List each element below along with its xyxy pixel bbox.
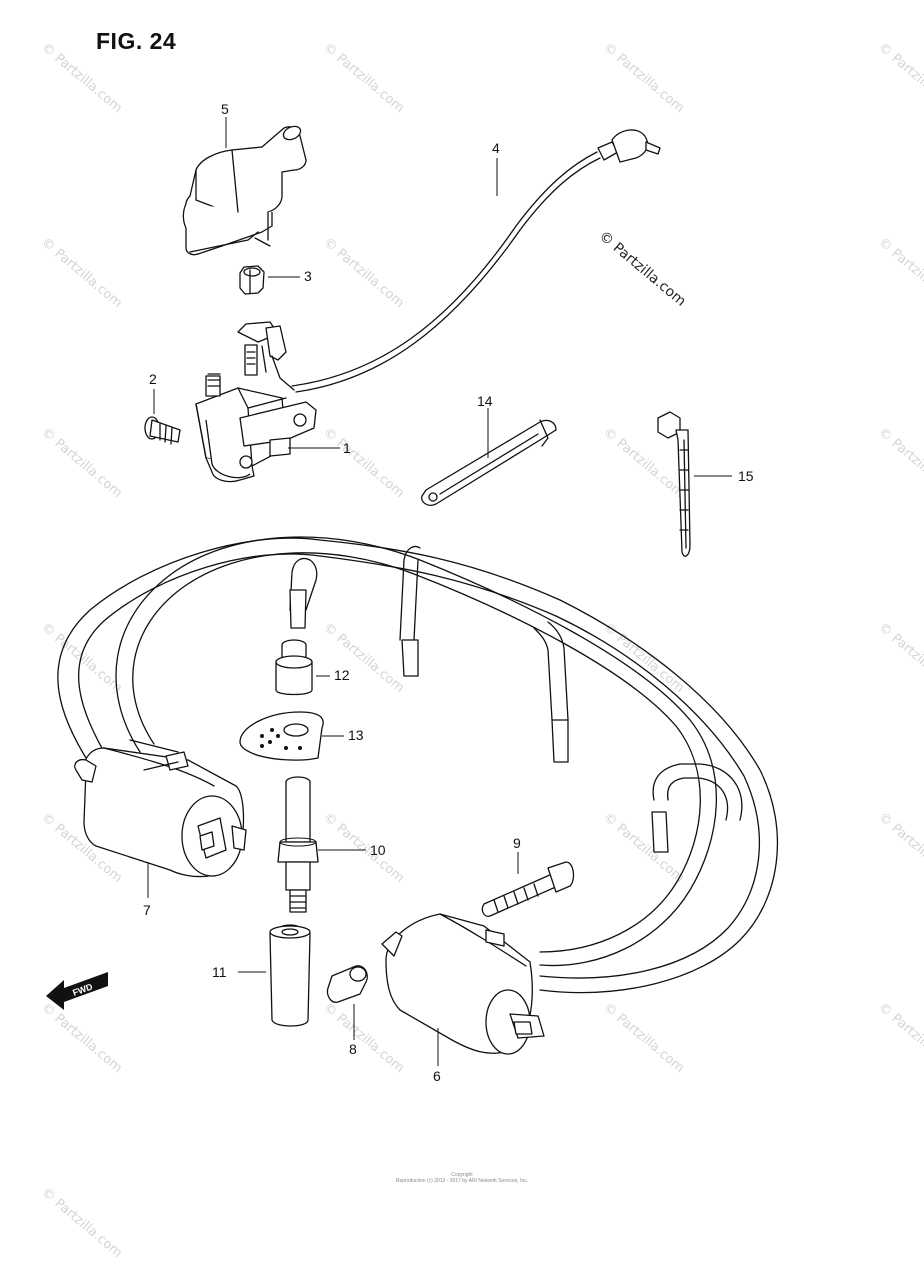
callout-14: 14 <box>477 393 493 409</box>
callout-11: 11 <box>212 964 227 980</box>
part-10-connector <box>277 776 319 913</box>
callout-2: 2 <box>149 371 157 387</box>
part-5-boot <box>182 125 307 256</box>
copyright-footer: Copyright Reproduction (c) 2012 - 2017 b… <box>0 1172 924 1184</box>
footer-line-1: Copyright <box>451 1172 473 1178</box>
callout-1: 1 <box>343 440 351 456</box>
part-6-ignition-coil <box>381 913 545 1055</box>
callout-4: 4 <box>492 140 500 156</box>
fwd-label: FWD <box>71 981 94 998</box>
callout-13: 13 <box>348 727 364 743</box>
callout-8: 8 <box>349 1041 357 1057</box>
part-11-sleeve <box>269 924 311 1027</box>
callout-9: 9 <box>513 835 521 851</box>
footer-line-2: Reproduction (c) 2012 - 2017 by ARI Netw… <box>395 1178 529 1184</box>
callout-12: 12 <box>334 667 350 683</box>
part-14-bracket <box>421 419 557 506</box>
callout-3: 3 <box>304 268 312 284</box>
figure-title: FIG. 24 <box>96 28 177 54</box>
part-8-tube <box>326 965 368 1003</box>
parts-diagram: FIG. 24 © Partzilla.com © Partzilla.com … <box>0 28 924 1261</box>
fwd-arrow-icon: FWD <box>46 972 108 1010</box>
part-1-starter-relay <box>195 321 317 483</box>
part-3-nut <box>239 265 265 295</box>
part-9-bolt <box>481 861 575 917</box>
high-tension-cords <box>57 536 778 994</box>
parts-drawing: FWD <box>46 117 778 1066</box>
callout-10: 10 <box>370 842 386 858</box>
part-7-ignition-coil <box>74 747 247 878</box>
callout-15: 15 <box>738 468 754 484</box>
part-2-bolt <box>144 416 181 445</box>
part-12-grommet <box>275 639 313 696</box>
part-15-cable-tie <box>657 411 691 557</box>
part-4-lead-wire <box>291 129 661 393</box>
callout-5: 5 <box>221 101 229 117</box>
part-13-plate <box>239 711 324 761</box>
callout-7: 7 <box>143 902 151 918</box>
callout-6: 6 <box>433 1068 441 1084</box>
